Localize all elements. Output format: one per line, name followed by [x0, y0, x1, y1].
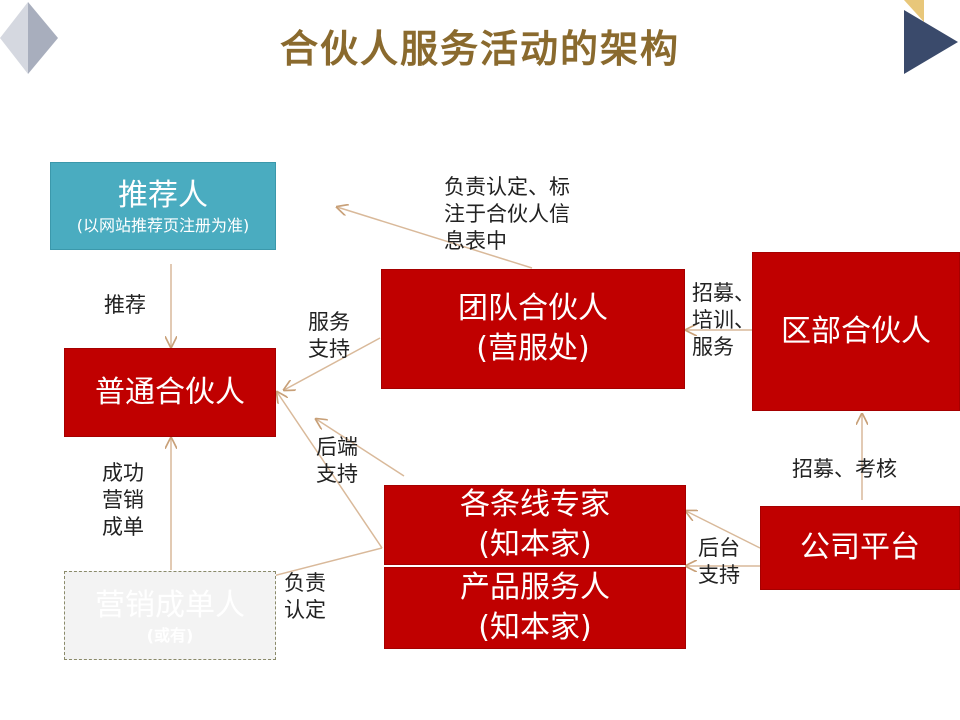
- node-company-platform: 公司平台: [760, 506, 960, 590]
- label-success-sales: 成功 营销 成单: [102, 460, 144, 541]
- label-confirm-register-line2: 注于合伙人信: [444, 202, 570, 226]
- arrow-expert-to-regular-b: [277, 392, 383, 549]
- label-responsible-confirm: 负责 认定: [284, 570, 326, 624]
- label-service-support: 服务 支持: [308, 309, 350, 363]
- node-product-service: 产品服务人 (知本家): [384, 567, 686, 649]
- node-team-partner-line2: (营服处): [476, 331, 590, 366]
- corner-decoration-right: [904, 0, 958, 74]
- node-sales-closer-note: (或有): [146, 625, 194, 645]
- label-backend-support-left-line2: 支持: [316, 462, 358, 486]
- label-recruit-train: 招募、 培训、 服务: [692, 280, 755, 361]
- node-company-platform-title: 公司平台: [800, 530, 920, 565]
- label-confirm-register: 负责认定、标 注于合伙人信 息表中: [444, 174, 570, 255]
- label-responsible-confirm-line2: 认定: [284, 598, 326, 622]
- label-confirm-register-line1: 负责认定、标: [444, 175, 570, 199]
- corner-decoration-left: [0, 2, 58, 74]
- node-referrer-note: (以网站推荐页注册为准): [76, 216, 250, 235]
- page-title: 合伙人服务活动的架构: [279, 27, 680, 71]
- node-line-expert-line1: 各条线专家: [460, 487, 610, 522]
- node-team-partner: 团队合伙人 (营服处): [381, 269, 685, 389]
- node-line-expert: 各条线专家 (知本家): [384, 485, 686, 565]
- label-success-sales-line2: 营销: [102, 488, 144, 512]
- node-regular-partner-title: 普通合伙人: [95, 374, 245, 410]
- node-regional-partner-title: 区部合伙人: [781, 313, 931, 349]
- arrow-team-to-regular: [284, 337, 381, 390]
- node-referrer: 推荐人 (以网站推荐页注册为准): [50, 162, 276, 250]
- label-backend-support-right-line1: 后台: [698, 536, 740, 560]
- node-regular-partner: 普通合伙人: [64, 348, 276, 437]
- label-backend-support-left-line1: 后端: [316, 435, 358, 459]
- label-confirm-register-line3: 息表中: [444, 229, 507, 253]
- node-referrer-title: 推荐人: [118, 178, 208, 213]
- label-backend-support-right: 后台 支持: [698, 535, 740, 589]
- label-recommend: 推荐: [104, 293, 146, 317]
- label-backend-support-right-line2: 支持: [698, 563, 740, 587]
- label-recruit-train-line3: 服务: [692, 335, 734, 359]
- node-product-service-line1: 产品服务人: [460, 570, 610, 605]
- arrow-platform-to-expert: [686, 511, 761, 549]
- arrow-team-to-referrer: [337, 207, 533, 269]
- label-success-sales-line1: 成功: [102, 461, 144, 485]
- node-line-expert-line2: (知本家): [478, 527, 592, 562]
- label-recruit-assess: 招募、考核: [792, 457, 897, 481]
- arrow-expert-to-regular-a: [316, 419, 405, 477]
- node-regional-partner: 区部合伙人: [752, 252, 960, 411]
- label-service-support-line1: 服务: [308, 310, 350, 334]
- label-responsible-confirm-line1: 负责: [284, 571, 326, 595]
- label-service-support-line2: 支持: [308, 337, 350, 361]
- label-success-sales-line3: 成单: [102, 515, 144, 539]
- node-team-partner-line1: 团队合伙人: [458, 291, 608, 326]
- node-sales-closer-title: 营销成单人: [95, 587, 245, 623]
- node-product-service-line2: (知本家): [478, 610, 592, 645]
- label-recruit-train-line1: 招募、: [692, 281, 755, 305]
- node-sales-closer: 营销成单人 (或有): [64, 571, 276, 660]
- label-recruit-train-line2: 培训、: [692, 308, 755, 332]
- label-backend-support-left: 后端 支持: [316, 434, 358, 488]
